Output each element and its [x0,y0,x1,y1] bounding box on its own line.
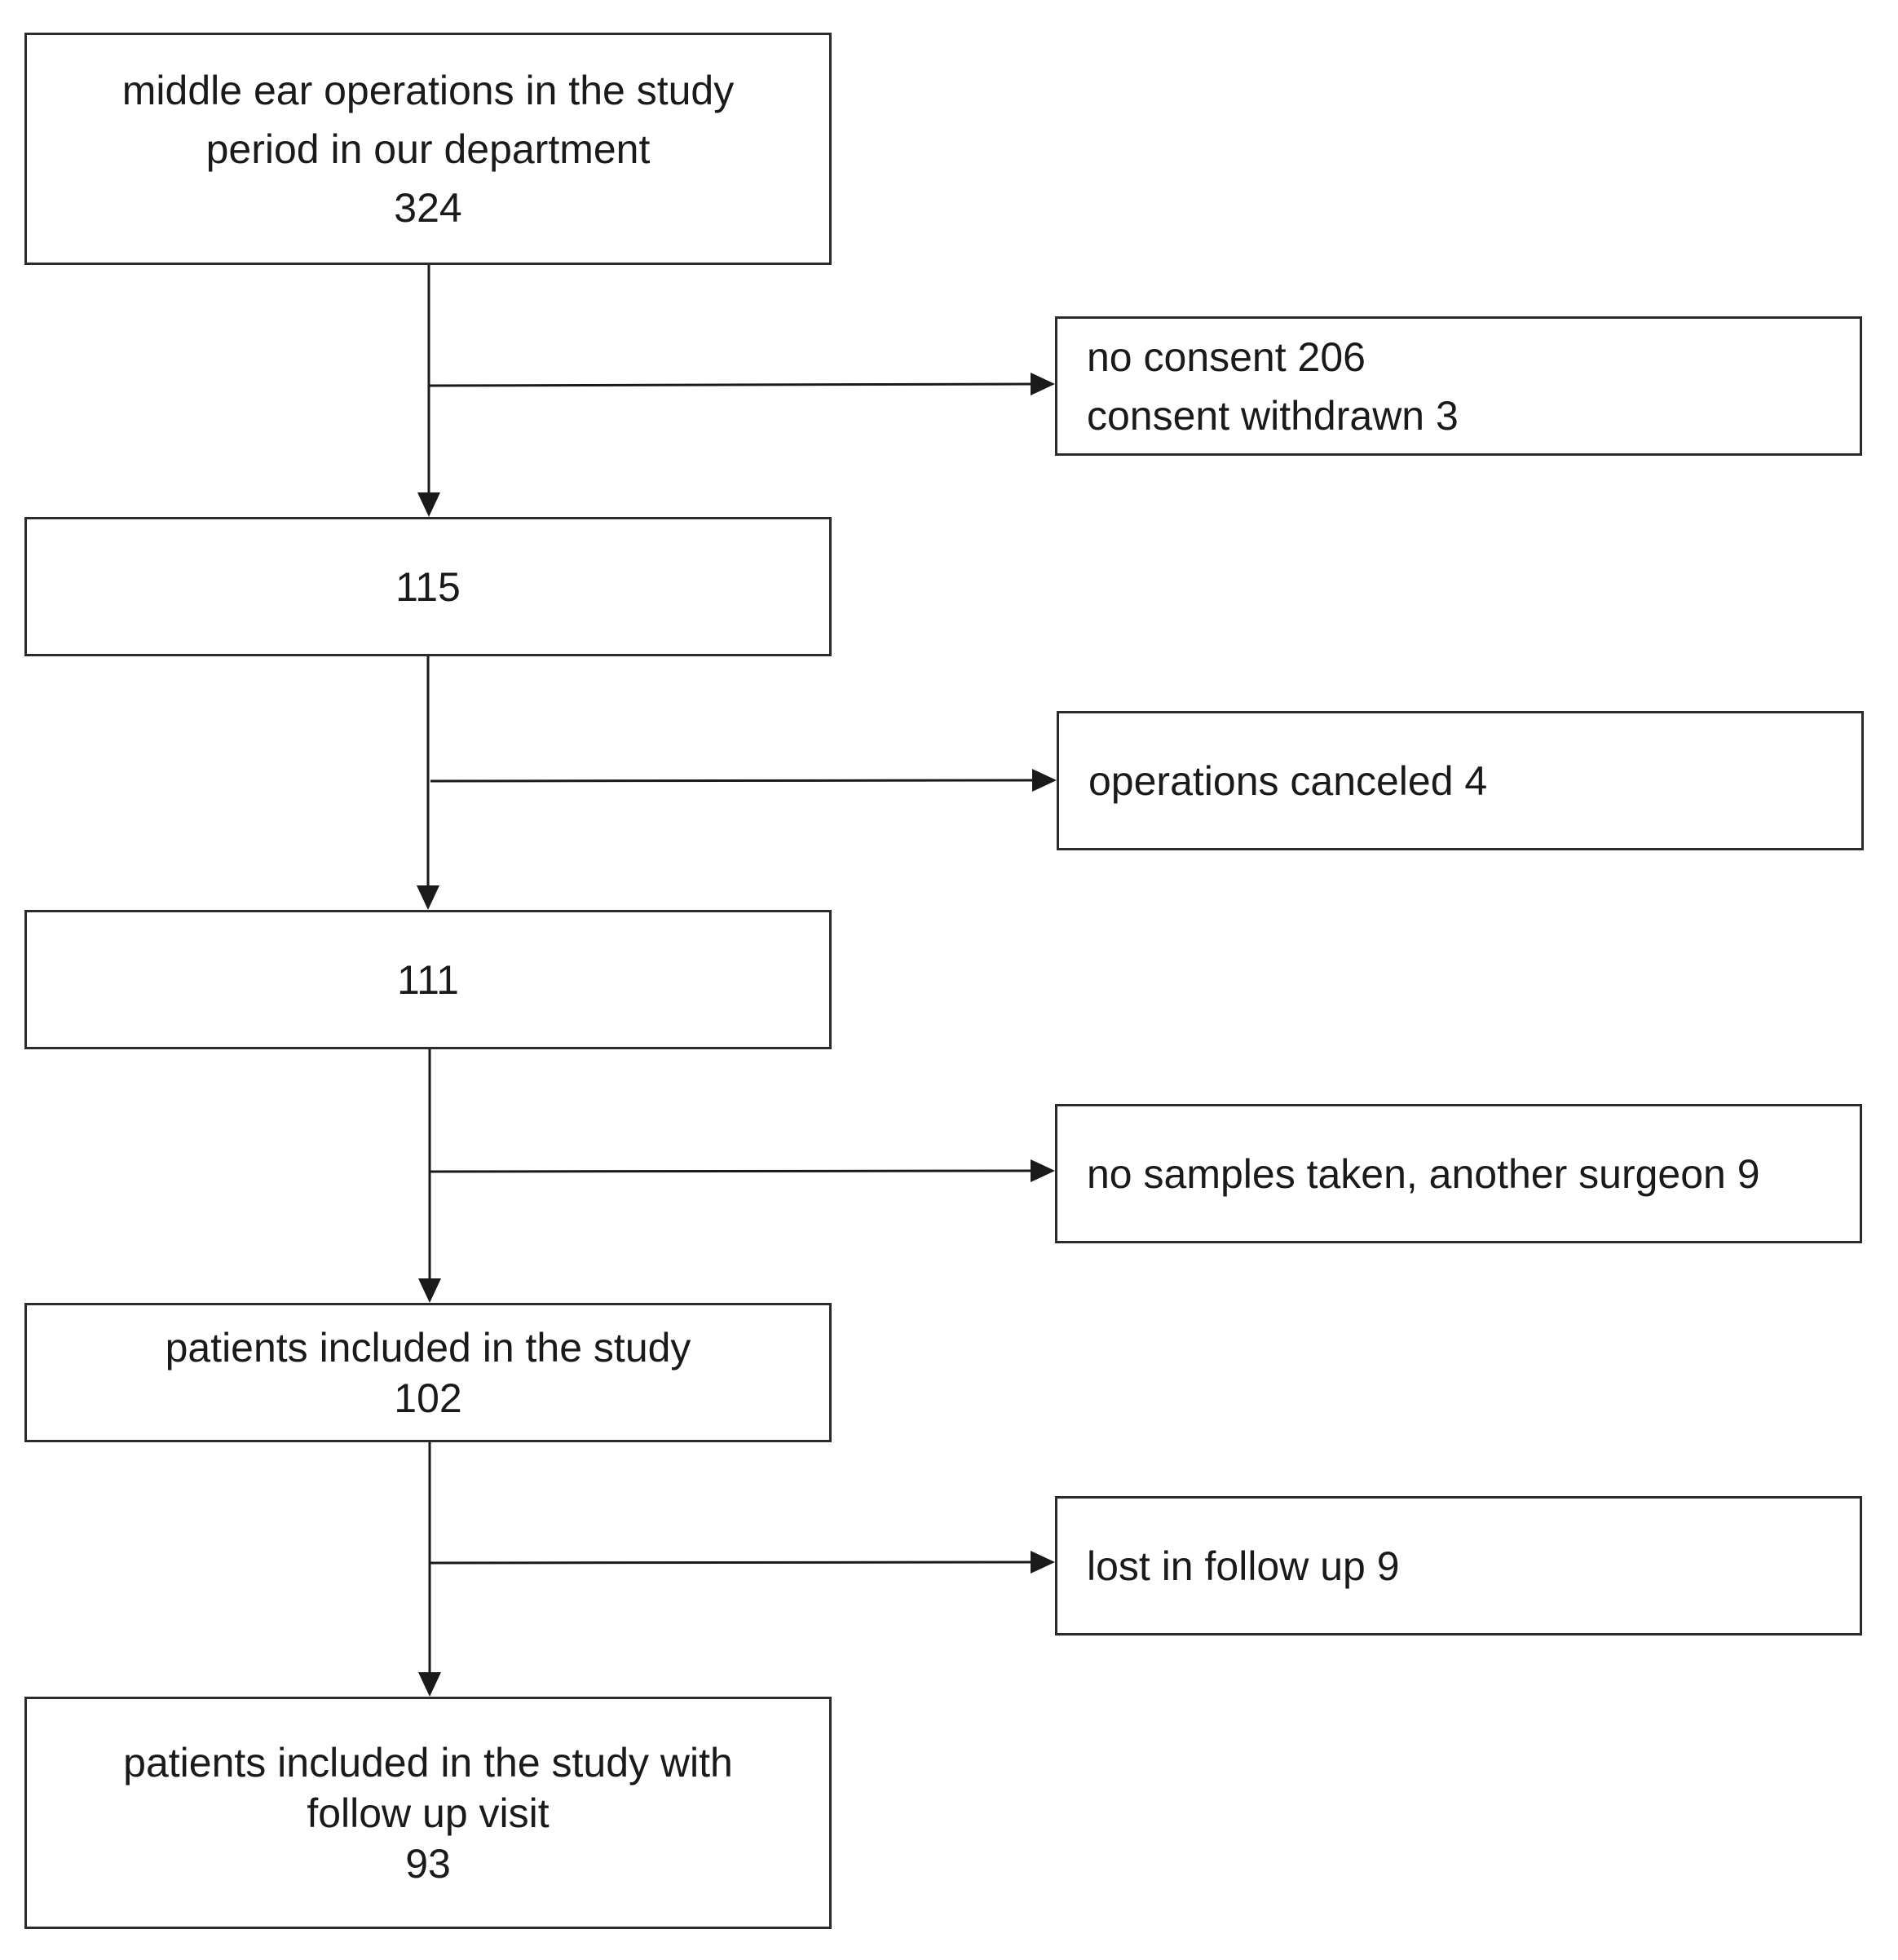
step-3-count: 111 [24,910,832,1049]
step-1-count: 324 [394,184,462,231]
arrow-to-exclusion-2 [430,779,1038,783]
arrowhead-exclusion-1 [1031,373,1055,395]
step-5-count: 93 [405,1840,451,1887]
arrow-to-exclusion-1 [428,382,1036,387]
arrowhead-exclusion-2 [1032,769,1057,792]
step-3-count-value: 111 [396,956,459,1003]
step-2-count-value: 115 [395,563,461,610]
arrowhead-step4 [418,1278,441,1303]
arrowhead-step3 [417,885,439,910]
exclusion-2-line-1: operations canceled 4 [1088,757,1488,804]
exclusion-4-line-1: lost in follow up 9 [1087,1543,1400,1589]
step-4-included: patients included in the study 102 [24,1303,832,1442]
step-1-operations: middle ear operations in the study perio… [24,33,832,265]
arrow-to-exclusion-4 [429,1560,1036,1565]
arrowhead-exclusion-4 [1031,1551,1055,1574]
step-1-line-1: middle ear operations in the study [121,67,735,113]
exclusion-1-line-1: no consent 206 [1087,333,1366,380]
step-5-follow-up: patients included in the study with foll… [24,1697,832,1929]
step-4-count: 102 [394,1375,462,1421]
step-4-line-1: patients included in the study [165,1324,691,1371]
step-1-line-2: period in our department [205,126,651,172]
step-5-line-1: patients included in the study with [123,1739,733,1786]
exclusion-2-canceled: operations canceled 4 [1057,711,1864,850]
arrow-to-exclusion-3 [429,1169,1036,1173]
exclusion-1-line-2: consent withdrawn 3 [1087,392,1459,439]
exclusion-4-lost-follow-up: lost in follow up 9 [1055,1496,1862,1636]
exclusion-3-line-1: no samples taken, another surgeon 9 [1087,1150,1760,1197]
exclusion-1-consent: no consent 206 consent withdrawn 3 [1055,316,1862,456]
step-2-count: 115 [24,517,832,656]
step-5-line-2: follow up visit [307,1790,550,1836]
exclusion-3-no-samples: no samples taken, another surgeon 9 [1055,1104,1862,1243]
arrowhead-step5 [418,1672,441,1697]
arrowhead-step2 [417,492,440,517]
arrowhead-exclusion-3 [1031,1159,1055,1182]
